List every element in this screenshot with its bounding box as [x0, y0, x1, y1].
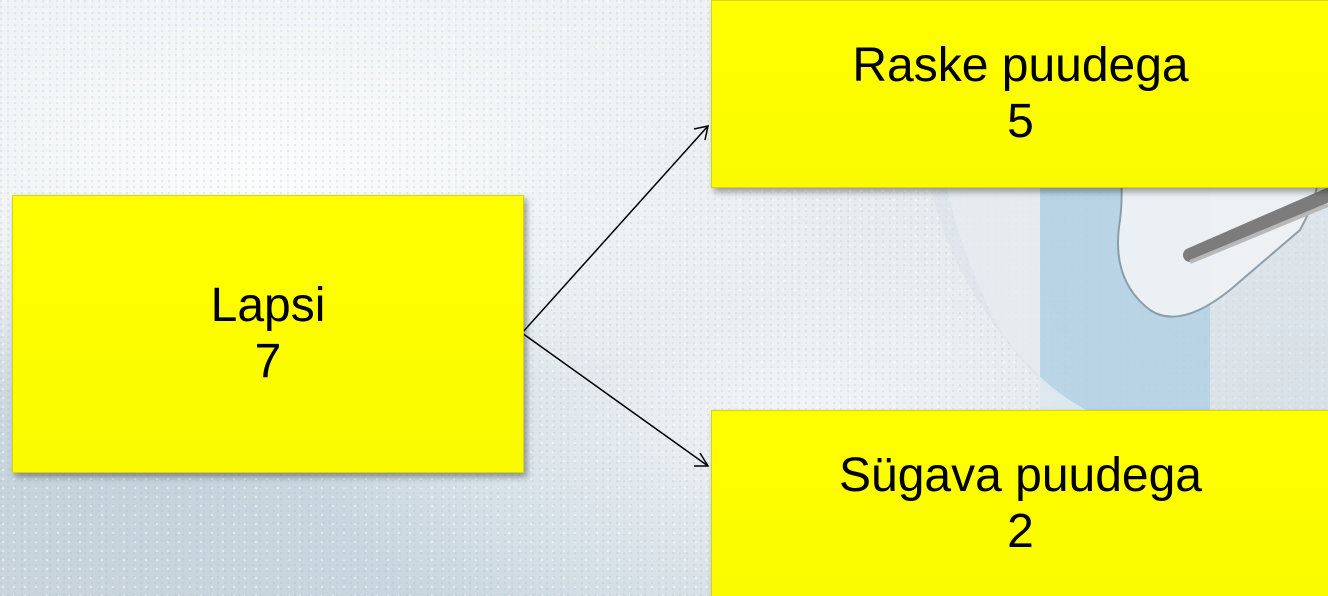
- node-top-value: 5: [1007, 95, 1034, 148]
- node-top: Raske puudega 5: [711, 0, 1328, 188]
- node-source-label: Lapsi: [210, 279, 326, 332]
- node-bottom: Sügava puudega 2: [711, 410, 1328, 596]
- node-source-value: 7: [254, 335, 282, 388]
- node-bottom-label: Sügava puudega: [839, 449, 1202, 502]
- node-bottom-value: 2: [1007, 505, 1034, 558]
- node-source: Lapsi 7: [12, 195, 524, 473]
- node-top-label: Raske puudega: [852, 39, 1189, 92]
